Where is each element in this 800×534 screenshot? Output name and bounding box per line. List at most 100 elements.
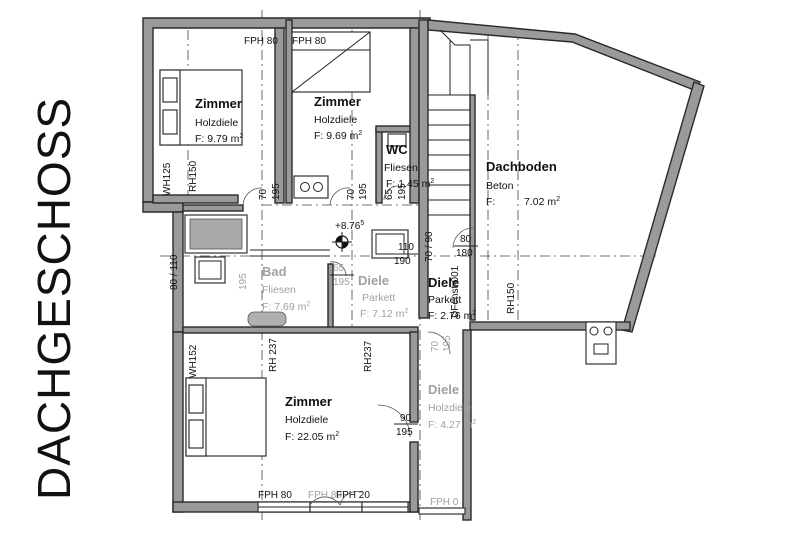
room-diele-1: Diele Parkett F: 7.12 m2 (358, 273, 408, 320)
svg-text:195: 195 (238, 273, 249, 290)
svg-text:F: 22.05 m2: F: 22.05 m2 (285, 431, 339, 443)
svg-text:Diele: Diele (428, 382, 459, 397)
wall-dachboden-north (427, 19, 702, 91)
windows (257, 501, 466, 515)
svg-text:110: 110 (398, 242, 414, 253)
furniture (159, 31, 617, 457)
room-dachboden: Dachboden Beton F: 7.02 m2 (486, 159, 560, 208)
room-diele-3: Diele Holzdiele F: 4.27 m2 (428, 382, 476, 431)
svg-text:Zimmer: Zimmer (314, 94, 361, 109)
wh-label: WH152 (188, 344, 199, 378)
svg-text:F: 7.69 m2: F: 7.69 m2 (262, 301, 310, 313)
svg-text:Zimmer: Zimmer (285, 394, 332, 409)
svg-text:F: 1.45 m2: F: 1.45 m2 (386, 178, 434, 190)
svg-text:70: 70 (430, 340, 441, 352)
svg-text:Holzdiele: Holzdiele (314, 114, 357, 126)
wall-wc-east (409, 27, 420, 204)
svg-text:F:: F: (486, 196, 495, 208)
wall-hall-stub (182, 204, 244, 212)
svg-text:65: 65 (384, 188, 395, 200)
wall-west-zimmer (172, 331, 184, 513)
svg-text:DFenst-001: DFenst-001 (450, 265, 461, 318)
svg-text:Zimmer: Zimmer (195, 96, 242, 111)
room-zimmer-2: Zimmer Holzdiele F: 9.69 m2 (314, 94, 362, 142)
svg-text:Holzdiele: Holzdiele (428, 402, 471, 414)
fph-label: FPH 80 (292, 36, 326, 47)
wall-bad-zimmer (182, 326, 419, 334)
wall-diele-east-2 (409, 441, 419, 513)
svg-text:65: 65 (333, 263, 345, 274)
svg-text:195: 195 (396, 427, 413, 438)
svg-text:Bad: Bad (262, 264, 287, 279)
fph-label: FPH 0 (430, 497, 459, 508)
wall-wc-west (375, 127, 383, 204)
wall-diele-east (409, 331, 419, 423)
wall-stair-west (418, 19, 429, 319)
wall-zimmer1-south (152, 194, 239, 204)
svg-text:Holzdiele: Holzdiele (285, 414, 328, 426)
svg-text:Dachboden: Dachboden (486, 159, 557, 174)
svg-text:F: 9.69 m2: F: 9.69 m2 (314, 130, 362, 142)
svg-text:195: 195 (271, 183, 282, 200)
svg-text:F: 2.76 m2: F: 2.76 m2 (428, 310, 476, 322)
stove (293, 175, 329, 199)
svg-text:190: 190 (394, 256, 411, 267)
svg-text:F: 9.79 m2: F: 9.79 m2 (195, 133, 243, 145)
svg-text:195: 195 (397, 183, 408, 200)
wall-zimmer-divider (274, 27, 285, 204)
rh-label: RH150 (188, 160, 199, 192)
staircase (428, 29, 489, 216)
svg-text:70: 70 (258, 188, 269, 200)
svg-text:195: 195 (358, 183, 369, 200)
rh-label: RH237 (363, 340, 374, 372)
level-marker-icon (332, 232, 352, 252)
rh-label: RH150 (506, 282, 517, 314)
svg-text:195: 195 (333, 277, 350, 288)
annotations: FPH 80 FPH 80 FPH 80 FPH 80 FPH 20 FPH 0… (162, 36, 517, 508)
wall-dachboden-south (469, 321, 631, 331)
fph-label: FPH 20 (336, 490, 370, 501)
svg-text:Diele: Diele (358, 273, 389, 288)
room-zimmer-3: Zimmer Holzdiele F: 22.05 m2 (285, 394, 339, 443)
room-zimmer-1: Zimmer Holzdiele F: 9.79 m2 (195, 96, 243, 145)
svg-text:180: 180 (456, 248, 473, 259)
svg-text:7.02 m2: 7.02 m2 (524, 196, 560, 208)
svg-text:WC: WC (386, 142, 408, 157)
wh-label: WH125 (162, 162, 173, 196)
page-title: DACHGESCHOSS (28, 97, 80, 500)
level-label: +8.765 (335, 220, 364, 232)
room-diele-2: Diele Parkett F: 2.76 m2 (428, 275, 476, 322)
stove-dachboden (585, 321, 617, 365)
svg-text:Fliesen: Fliesen (384, 162, 418, 174)
toilet (387, 133, 407, 147)
svg-text:Parkett: Parkett (362, 292, 395, 304)
svg-text:F: 7.12 m2: F: 7.12 m2 (360, 308, 408, 320)
svg-text:80: 80 (460, 234, 472, 245)
cabinet (371, 229, 409, 259)
fph-label: FPH 80 (258, 490, 292, 501)
walls (142, 17, 705, 521)
wall-dachboden-east (621, 81, 705, 333)
svg-text:Parkett: Parkett (428, 294, 461, 306)
svg-text:Fliesen: Fliesen (262, 284, 296, 296)
wall-stair-east (469, 94, 476, 321)
rh-label: RH 237 (268, 338, 279, 372)
door-swings (242, 185, 474, 506)
fph-label: FPH 80 (244, 36, 278, 47)
svg-text:70: 70 (346, 188, 357, 200)
sink (247, 311, 287, 327)
wall-wc-north (375, 125, 415, 133)
svg-text:Diele: Diele (428, 275, 459, 290)
svg-text:80 / 110: 80 / 110 (169, 254, 180, 290)
svg-text:195: 195 (442, 335, 453, 352)
room-bad: Bad Fliesen F: 7.69 m2 (262, 264, 310, 313)
svg-text:F: 4.27 m2: F: 4.27 m2 (428, 419, 476, 431)
wall-zimmer-divider-2 (285, 19, 293, 204)
svg-text:70 / 90: 70 / 90 (424, 231, 435, 262)
wall-diele2-east (462, 329, 472, 521)
svg-text:90: 90 (400, 413, 412, 424)
svg-text:Beton: Beton (486, 180, 514, 192)
fph-label: FPH 80 (308, 490, 342, 501)
room-wc: WC Fliesen F: 1.45 m2 (384, 142, 434, 190)
